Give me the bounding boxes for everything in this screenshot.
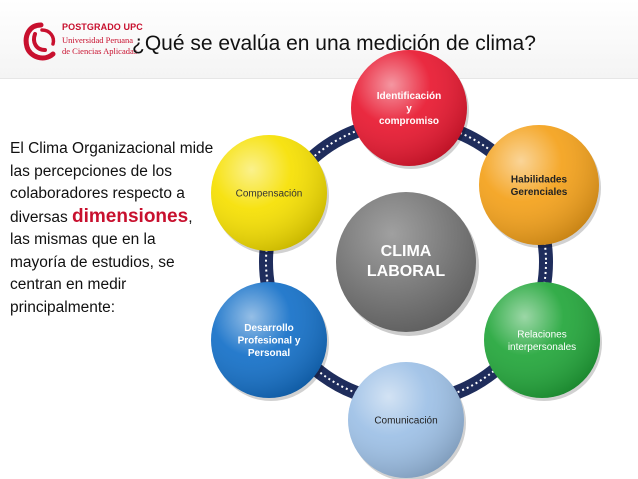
node-gloss [211, 135, 327, 251]
upc-logo: POSTGRADO UPC Universidad Peruana de Cie… [22, 20, 143, 64]
node-label: interpersonales [508, 342, 576, 353]
logo-university-line2: de Ciencias Aplicadas [62, 46, 138, 56]
node-gloss [351, 50, 467, 166]
intro-emphasis: dimensiones [72, 205, 189, 227]
center-circle [336, 192, 476, 332]
upc-logo-icon [23, 22, 56, 61]
center-label: LABORAL [367, 263, 445, 280]
node-label: compromiso [379, 116, 439, 127]
node-label: Personal [248, 348, 290, 359]
node-gloss [479, 125, 599, 245]
node-label: Habilidades [511, 174, 568, 185]
intro-text-part2: , las mismas que en la mayoría de estudi… [10, 208, 193, 316]
center-label: CLIMA [381, 243, 432, 260]
node-label: Identificación [377, 91, 441, 102]
intro-text-part1: El Clima Organizacional mide las percepc… [10, 140, 214, 226]
node-label: y [406, 104, 412, 115]
node-compensacion: Compensación [211, 135, 329, 254]
page-title: ¿Qué se evalúa en una medición de clima? [132, 32, 536, 55]
connector-ring-inner [265, 121, 547, 403]
header-bar [0, 0, 638, 79]
logo-brand: POSTGRADO UPC [62, 22, 143, 32]
node-label: Comunicación [374, 416, 437, 427]
node-label: Gerenciales [511, 187, 568, 198]
node-label: Profesional y [238, 336, 301, 347]
center-node: CLIMA LABORAL [336, 192, 479, 336]
dimension-nodes: Identificación ycompromisoHabilidadesGere… [211, 50, 602, 479]
node-comunicacion: Comunicación [348, 362, 466, 479]
node-gloss [348, 362, 464, 478]
logo-university-line1: Universidad Peruana [62, 35, 134, 45]
intro-paragraph: El Clima Organizacional mide las percepc… [10, 138, 215, 319]
node-gloss [484, 282, 600, 398]
node-gloss [211, 282, 327, 398]
node-label: Compensación [236, 189, 303, 200]
node-label: Relaciones [517, 329, 566, 340]
node-relaciones: Relaciones interpersonales [484, 282, 602, 401]
node-label: Desarrollo [244, 323, 293, 334]
